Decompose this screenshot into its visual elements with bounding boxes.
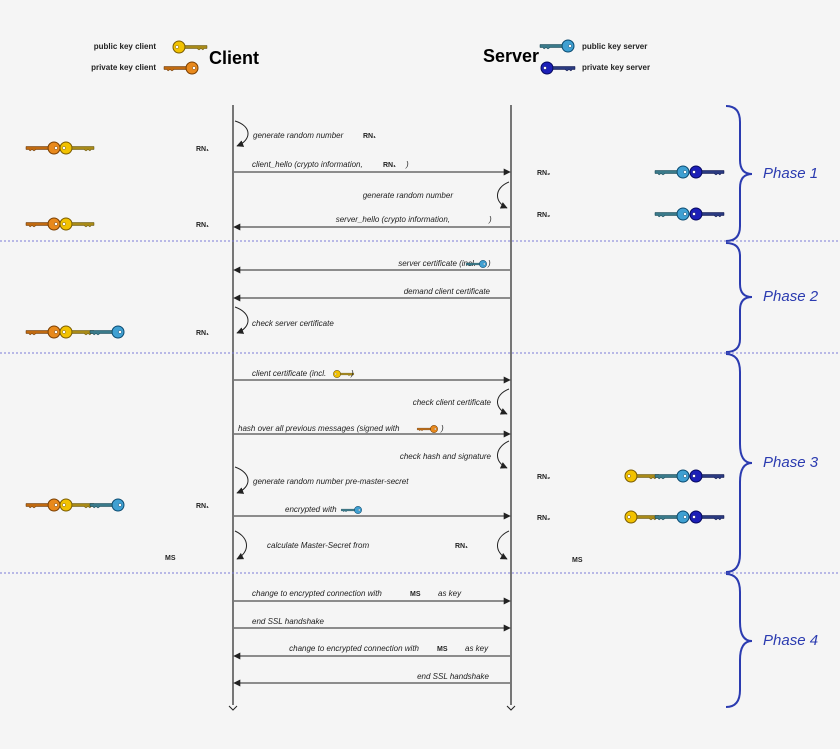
step-demand-cert: demand client certificate — [404, 287, 491, 296]
client-private-key-icon — [416, 425, 438, 433]
step-encrypted-with: encrypted with — [285, 505, 337, 514]
server-title: Server — [483, 46, 539, 66]
step-client-hello: client_hello (crypto information, — [252, 160, 363, 169]
server-known-row-1 — [654, 165, 725, 179]
ms-token: MS — [410, 591, 421, 598]
step-client-cert: client certificate (incl. — [252, 369, 326, 378]
rn-client-token: RN₁ — [363, 133, 376, 140]
paren-close: ) — [488, 215, 492, 224]
paren-close: ) — [440, 424, 444, 433]
server-known-row-2 — [654, 207, 725, 221]
loop-client-gen-rn — [234, 120, 249, 147]
paren-close: ) — [350, 369, 354, 378]
client-lifeline-end — [228, 705, 238, 711]
step-change-enc-2: change to encrypted connection with — [289, 644, 419, 653]
loop-calc-ms-client — [234, 530, 247, 560]
loop-check-server-cert — [234, 306, 249, 334]
loop-server-gen-rn — [497, 181, 510, 209]
step-gen-pms: generate random number pre-master-secret — [253, 477, 409, 486]
server-known-row-4 — [624, 510, 725, 524]
rn-client-token: RN₁ — [196, 146, 209, 153]
phase-2-label: Phase 2 — [763, 288, 819, 305]
server-lifeline-end — [506, 705, 516, 711]
step-end-ssl-2: end SSL handshake — [417, 672, 489, 681]
message-arrows — [233, 168, 511, 687]
loop-calc-ms-server — [497, 530, 510, 560]
legend-private-key-client: private key client — [91, 63, 156, 72]
client-known-row-4 — [25, 498, 125, 512]
loop-check-hash — [497, 440, 510, 469]
client-known-row-3 — [25, 325, 125, 339]
phase-braces — [725, 105, 753, 708]
private-key-client-icon — [163, 61, 199, 75]
rn-server-token: RN₂ — [537, 212, 550, 219]
ms-token: MS — [165, 555, 176, 562]
rn-server-token: RN₂ — [537, 515, 550, 522]
step-end-ssl-1: end SSL handshake — [252, 617, 324, 626]
ms-token: MS — [572, 557, 583, 564]
loop-check-client-cert — [497, 388, 510, 415]
phase-4-label: Phase 4 — [763, 632, 818, 649]
rn-client-token: RN₁ — [383, 162, 396, 169]
step-as-key: as key — [465, 644, 489, 653]
client-known-row-2 — [25, 217, 95, 231]
step-change-enc-1: change to encrypted connection with — [252, 589, 382, 598]
loop-gen-pms — [234, 466, 249, 494]
phase-1-label: Phase 1 — [763, 165, 818, 182]
public-key-server-icon — [539, 39, 575, 53]
step-check-client-cert: check client certificate — [413, 398, 492, 407]
rn-server-token: RN₂ — [537, 474, 550, 481]
rn-client-token: RN₁ — [196, 503, 209, 510]
step-hash-prev: hash over all previous messages (signed … — [238, 424, 400, 433]
rn-client-token: RN₁ — [455, 543, 468, 550]
private-key-server-icon — [540, 61, 576, 75]
step-gen-rn-client: generate random number — [253, 131, 344, 140]
paren-close: ) — [487, 259, 491, 268]
legend-public-key-server: public key server — [582, 42, 647, 51]
step-as-key: as key — [438, 589, 462, 598]
phase-3-label: Phase 3 — [763, 454, 819, 471]
rn-client-token: RN₁ — [196, 330, 209, 337]
client-known-row-1 — [25, 141, 95, 155]
step-check-server-cert: check server certificate — [252, 319, 334, 328]
step-check-hash: check hash and signature — [400, 452, 492, 461]
client-title: Client — [209, 48, 259, 68]
public-key-client-icon — [172, 40, 208, 54]
self-loops — [234, 120, 510, 560]
paren-close: ) — [405, 160, 409, 169]
server-known-row-3 — [624, 469, 725, 483]
legend-public-key-client: public key client — [94, 42, 157, 51]
step-server-cert: server certificate (incl. — [398, 259, 476, 268]
rn-server-token: RN₂ — [537, 170, 550, 177]
ms-token: MS — [437, 646, 448, 653]
step-calc-ms: calculate Master-Secret from — [267, 541, 369, 550]
step-server-hello: server_hello (crypto information, — [336, 215, 450, 224]
server-public-key-icon — [340, 506, 362, 514]
legend-private-key-server: private key server — [582, 63, 650, 72]
rn-client-token: RN₁ — [196, 222, 209, 229]
step-gen-rn-server: generate random number — [363, 191, 454, 200]
